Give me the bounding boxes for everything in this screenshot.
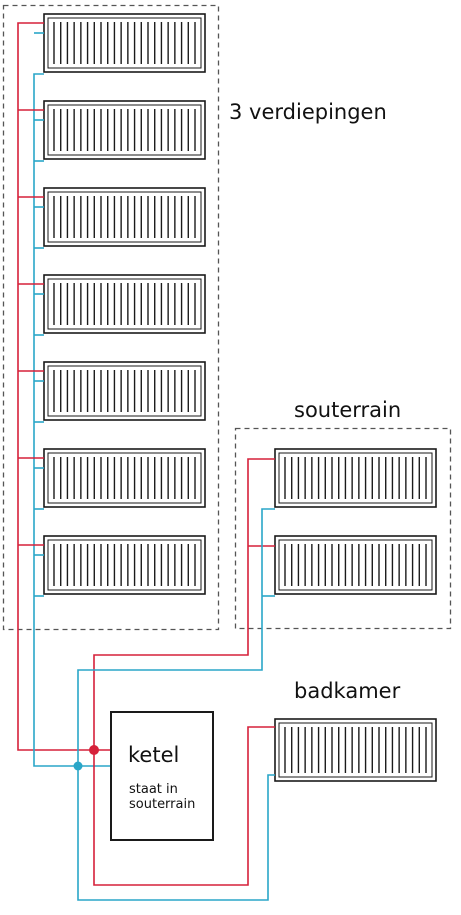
basement-bathroom-supply-pipe	[93, 458, 275, 886]
radiator-frame	[43, 274, 206, 334]
boiler-box	[110, 711, 214, 841]
radiator-frame	[43, 13, 206, 73]
bathroom-radiator	[274, 718, 437, 782]
radiator-frame	[43, 361, 206, 421]
floors-supply-pipe	[17, 22, 111, 751]
basement-radiator-2	[274, 535, 437, 595]
floor-radiator-1	[43, 13, 206, 73]
supply-junction-dot	[89, 745, 99, 755]
basement-bathroom-return-pipe	[77, 508, 275, 901]
radiator-inner-frame	[278, 539, 433, 591]
radiators	[43, 13, 437, 782]
basement-group-box	[234, 427, 452, 630]
radiator-inner-frame	[47, 365, 202, 417]
floor-radiator-3	[43, 187, 206, 247]
radiator-inner-frame	[47, 539, 202, 591]
radiator-frame	[274, 718, 437, 782]
radiator-frame	[274, 448, 437, 508]
radiator-inner-frame	[278, 452, 433, 504]
radiator-frame	[43, 187, 206, 247]
pipes	[17, 22, 275, 901]
return-junction-dot	[73, 761, 83, 771]
radiator-frame	[43, 100, 206, 160]
radiator-inner-frame	[47, 191, 202, 243]
basement-radiator-1	[274, 448, 437, 508]
radiator-inner-frame	[278, 722, 433, 778]
floor-radiator-2	[43, 100, 206, 160]
boiler-label: ketel	[128, 743, 180, 767]
boiler-note-line1: staat in	[129, 782, 178, 797]
radiator-inner-frame	[47, 452, 202, 504]
floor-radiator-4	[43, 274, 206, 334]
radiator-frame	[43, 535, 206, 595]
basement-label: souterrain	[294, 398, 402, 422]
bathroom-label: badkamer	[294, 679, 401, 703]
floors-return-pipe	[33, 73, 111, 767]
radiator-frame	[43, 448, 206, 508]
boiler-note-line2: souterrain	[129, 797, 196, 812]
radiator-inner-frame	[47, 104, 202, 156]
radiator-inner-frame	[47, 278, 202, 330]
radiator-inner-frame	[47, 17, 202, 69]
floor-radiator-6	[43, 448, 206, 508]
floor-radiator-5	[43, 361, 206, 421]
floor-radiator-7	[43, 535, 206, 595]
group-boxes	[2, 4, 452, 631]
floors-group-box	[2, 4, 220, 631]
radiator-frame	[274, 535, 437, 595]
floors-label: 3 verdiepingen	[229, 100, 387, 124]
